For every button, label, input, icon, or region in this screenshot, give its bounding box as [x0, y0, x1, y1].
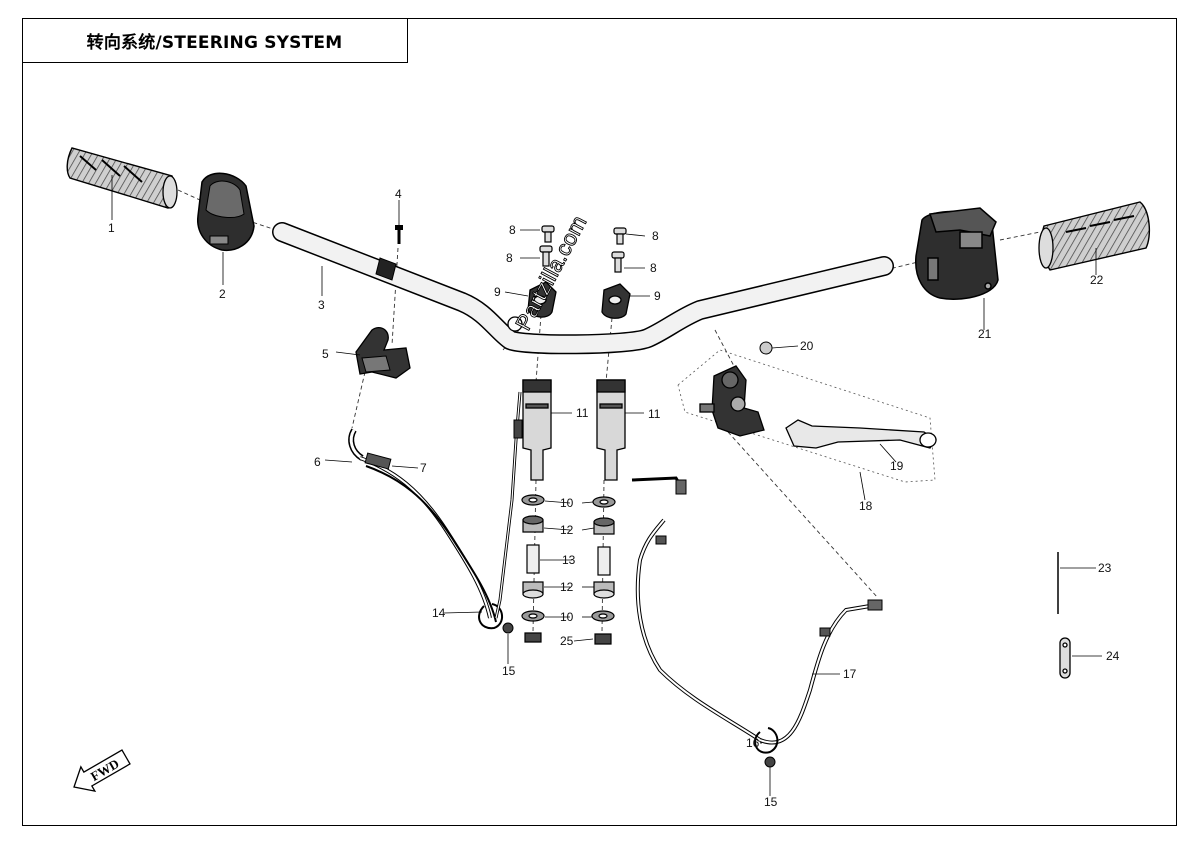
clutch-lever — [785, 419, 937, 449]
callout-1: 1 — [108, 221, 115, 235]
callout-20: 20 — [800, 339, 814, 353]
callout-5: 5 — [322, 347, 329, 361]
fwd-arrow-icon: FWD — [73, 749, 131, 793]
callout-15b: 15 — [764, 795, 778, 809]
callout-18: 18 — [859, 499, 873, 513]
callout-15a: 15 — [502, 664, 516, 678]
callout-3: 3 — [318, 298, 325, 312]
left-grip — [66, 147, 178, 209]
callout-22: 22 — [1090, 273, 1104, 287]
callout-8b: 8 — [506, 251, 513, 265]
callout-8d: 8 — [650, 261, 657, 275]
reservoir-cap — [759, 341, 773, 355]
callout-17: 17 — [843, 667, 857, 681]
callout-8a: 8 — [509, 223, 516, 237]
callout-9a: 9 — [494, 285, 501, 299]
riser-hardware-left — [521, 494, 545, 643]
callout-12b: 12 — [560, 580, 574, 594]
left-cable — [348, 428, 503, 630]
screw — [395, 225, 403, 244]
drawing-frame — [22, 18, 1177, 826]
callout-6: 6 — [314, 455, 321, 469]
callout-24: 24 — [1106, 649, 1120, 663]
callout-7: 7 — [420, 461, 427, 475]
riser-bolts — [539, 225, 627, 273]
callout-4: 4 — [395, 187, 402, 201]
hose-clip — [1059, 637, 1071, 679]
callout-19: 19 — [890, 459, 904, 473]
callout-21: 21 — [978, 327, 992, 341]
clip-bolt-left — [502, 622, 514, 634]
right-switch-housing — [915, 207, 999, 300]
callout-10b: 10 — [560, 610, 574, 624]
callout-25: 25 — [560, 634, 574, 648]
callout-11a: 11 — [576, 406, 589, 420]
riser-hardware-right — [591, 496, 616, 645]
handlebar-risers — [522, 379, 626, 481]
page-title: 转向系统/STEERING SYSTEM — [86, 32, 343, 53]
left-switch-housing — [197, 172, 255, 252]
callout-11b: 11 — [648, 407, 661, 421]
leader-lines — [111, 175, 1102, 796]
callout-numbers: 1 2 3 4 5 6 7 8 8 8 8 9 9 10 10 11 11 12… — [108, 187, 1120, 809]
clutch-lever-perch — [699, 365, 765, 437]
handlebar — [272, 222, 894, 355]
right-grip — [1038, 201, 1151, 271]
callout-16: 16 — [746, 736, 760, 750]
title-block: 转向系统/STEERING SYSTEM — [22, 18, 408, 63]
callout-9b: 9 — [654, 289, 661, 303]
callout-2: 2 — [219, 287, 226, 301]
callout-23: 23 — [1098, 561, 1112, 575]
callout-14: 14 — [432, 606, 446, 620]
callout-8c: 8 — [652, 229, 659, 243]
callout-13: 13 — [562, 553, 576, 567]
brake-hose — [631, 476, 883, 768]
riser-wiring — [494, 391, 523, 619]
upper-clamps — [527, 281, 631, 319]
lever-switch-bracket — [355, 326, 411, 379]
callout-10a: 10 — [560, 496, 574, 510]
callout-12a: 12 — [560, 523, 574, 537]
